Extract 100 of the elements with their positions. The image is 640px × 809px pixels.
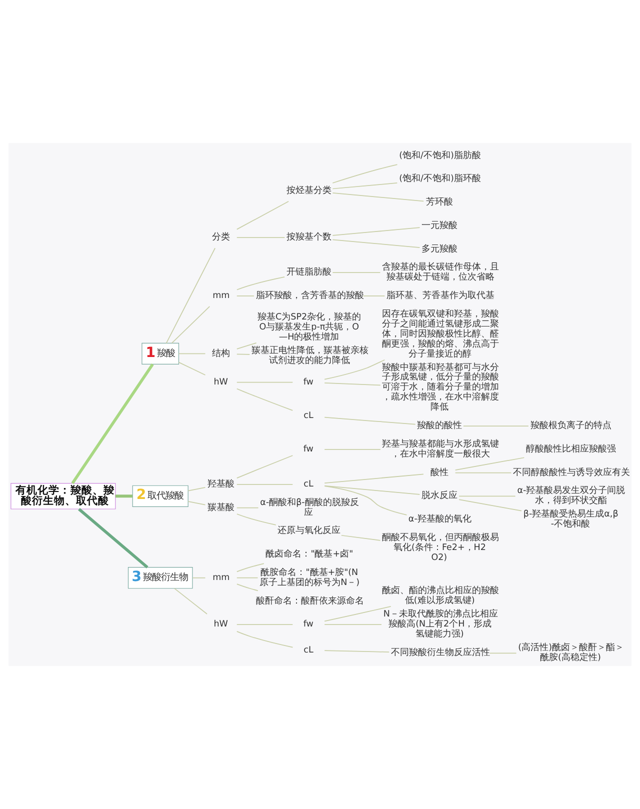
node-text: 羟基与羧基都能与水形成氢键，在水中溶解度一般很大 [382,440,500,460]
node-text: 酮酸不易氧化，但丙酮酸极易氧化(条件：Fe2+，H2O2) [382,533,500,564]
connector [236,630,294,648]
connector [324,650,390,652]
node-text: 酸性 [430,468,448,478]
node-text: 多元羧酸 [422,244,458,254]
connector [236,507,259,508]
connector [236,624,294,625]
connector [332,182,398,190]
connector [174,588,208,614]
connector [178,353,206,354]
node-text: 还原与氧化反应 [278,526,341,536]
node-text: fw [303,377,314,388]
connector [454,472,512,474]
connector [324,486,408,516]
node-text: cL [304,411,314,422]
connector [458,496,516,497]
connector [171,306,210,344]
connector [236,577,258,578]
node-box: 2 取代羧酸 [132,485,188,507]
node-text: (饱和/不饱和)脂环酸 [399,174,481,184]
node-text: mm [212,290,230,301]
node-text: α-羟基酸易发生双分子间脱水，得到环状交酯 [517,486,626,506]
node-text: 酰胺命名："酰基+胺"(N原子上基团的标号为N－) [260,568,360,588]
node-text: hW [214,377,228,388]
node-text: mm [212,572,230,583]
node-text: 按烃基分类 [286,186,332,196]
connector [178,362,206,376]
connector [236,382,294,383]
node-text: 脱水反应 [422,491,458,502]
node-text: 因存在碳氧双键和羟基，羧酸分子之间能通过氢键形成二聚体，同时因羧酸极性比醇、醛酮更强，羧酸的熔、沸点高于分子量接近的醇 [382,310,500,360]
node-text: 酸酐命名：酸酐依来源命名 [256,596,364,606]
connector [236,514,276,526]
connector [78,508,148,568]
node-text: 不同羧酸衍生物反应活性 [390,648,490,658]
connector [71,364,154,484]
node-text: 结构 [212,348,230,359]
node-text: (饱和/不饱和)脂肪酸 [399,150,481,161]
connector [236,276,285,290]
connector [188,501,206,506]
node-text: 含羧基的最长碳链作母体，且羧基碳处于链端，位次省略 [382,262,500,283]
connector [236,237,286,238]
node-text: 羰基正电性降低，羰基被亲核试剂进攻的能力降低 [251,346,368,366]
node-text: 酰卤、酯的沸点比相应的羧酸低(难以形成氢键) [382,586,500,606]
node-text: 按羧基个数 [286,232,332,243]
connector [192,577,206,578]
connector [324,449,381,450]
node-text: 芳环酸 [426,198,453,208]
node-text: 一元羧酸 [422,220,458,231]
node-text: α-羟基酸的氧化 [408,514,472,525]
node-box: 3 羧酸衍生物 [128,567,193,589]
node-text: 羧基C为SP2杂化，羧基的O与羰基发生p-π共轭，O—H的极性增加 [258,312,362,342]
connector [236,563,264,572]
connector [236,388,294,411]
connector [454,457,525,470]
node-text: α-酮酸和β-酮酸的脱羧反应 [260,498,359,518]
connector [332,272,381,274]
connector [324,624,382,625]
connector [324,416,416,425]
node-text: hW [214,620,228,630]
node-text: (高活性)酰卤＞酸酐＞酯＞酰胺(高稳定性) [518,643,624,664]
connector [324,606,392,622]
connector [324,474,424,484]
node-text: fw [303,444,314,454]
connector [188,487,206,492]
node-text: 分类 [212,232,230,243]
connector [332,239,420,248]
node-text: cL [304,480,314,490]
connector [324,359,386,380]
connector [340,534,381,541]
connector [236,484,294,485]
node-text: β-羟基酸受热易生成α,β-不饱和酸 [523,510,618,530]
node-text: 羰基酸 [208,502,235,513]
node-box: 有机化学：羧酸、羧酸衍生物、取代酸 [10,483,116,510]
connector [236,584,258,592]
connector [332,164,398,184]
node-text: 脂环基、芳香基作为取代基 [386,290,495,301]
connector [458,499,522,512]
node-text: 酰卤命名："酰基+卤" [266,550,354,560]
node-text: cL [304,645,314,656]
node-text: 醇酸酸性比相应羧酸强 [526,444,616,454]
connector [332,192,424,202]
node-text: N－未取代酰胺的沸点比相应羧酸高(N上有2个H，形成氢键能力强) [383,610,498,640]
node-text: 羟基酸 [208,480,235,490]
connector [236,342,257,350]
node-text: 不同醇酸酸性与诱导效应有关 [512,468,630,478]
connector [115,494,132,498]
connector [236,455,294,478]
connector [166,248,216,344]
node-text: 开链脂肪酸 [286,268,332,278]
node-text: 羧酸中羰基和羟基都可与水分子形成氢键，低分子量的羧酸可溶于水，随着分子量的增加，疏水性增强，在水中溶解度降低 [382,362,500,412]
connector [236,200,289,230]
node-text: 羧酸根负离子的特点 [530,421,612,432]
node-text: 脂环羧酸，含芳香基的羧酸 [256,290,364,301]
connector [236,354,250,355]
node-text: fw [303,620,314,630]
connector [462,426,529,427]
connector [324,382,381,386]
connector [489,652,517,654]
node-text: 羧酸的酸性 [417,421,462,432]
